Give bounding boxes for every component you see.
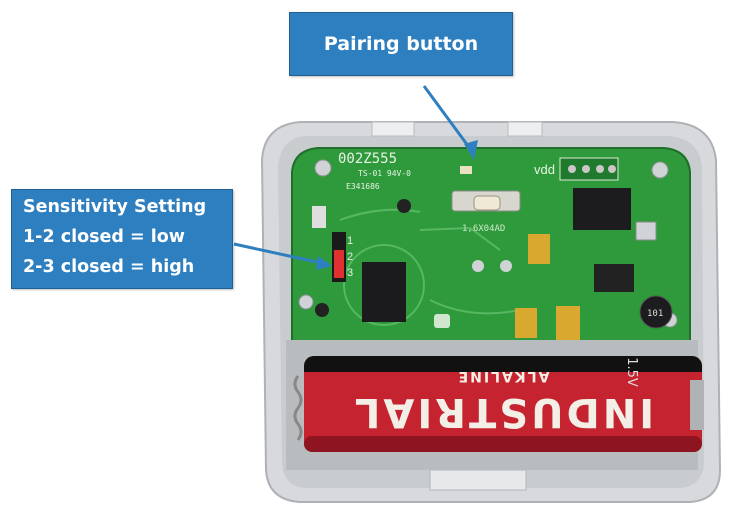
- microcontroller-chip: [573, 188, 631, 230]
- battery: [286, 340, 704, 470]
- sensitivity-line-high: 2-3 closed = high: [23, 257, 195, 277]
- vdd-label: vdd: [534, 162, 555, 177]
- vdd-header: [559, 157, 619, 181]
- sensitivity-arrow: [233, 242, 327, 266]
- sensitivity-title: Sensitivity Setting: [23, 197, 207, 217]
- sensitivity-callout: Sensitivity Setting 1-2 closed = low 2-3…: [11, 189, 233, 289]
- ic-chip: [362, 262, 406, 322]
- tantalum-capacitor: [528, 234, 550, 264]
- tantalum-capacitor: [556, 306, 580, 340]
- transistor-chip: [594, 264, 634, 292]
- jumper-pin-3: 3: [347, 267, 353, 279]
- circuit-board: 1,6X04AD 101 1 2 3 002: [291, 147, 691, 348]
- board-model-label: 002Z555: [338, 151, 397, 167]
- battery-voltage: 1.5V: [624, 357, 639, 387]
- inductor-text: 101: [647, 309, 663, 319]
- jumper-pin-1: 1: [347, 235, 353, 247]
- switch-text: 1,6X04AD: [462, 224, 505, 234]
- board-ul-mark: TS-01 94V-0: [358, 169, 411, 178]
- pairing-button-switch: [451, 190, 521, 212]
- tantalum-capacitor: [515, 308, 537, 338]
- pairing-callout-text: Pairing button: [323, 33, 479, 55]
- sensitivity-line-low: 1-2 closed = low: [23, 227, 185, 247]
- sensitivity-jumper: [332, 232, 346, 282]
- pairing-button-callout: Pairing button: [289, 12, 513, 76]
- inductor: [639, 295, 673, 329]
- board-serial: E341686: [346, 182, 380, 191]
- jumper-pin-2: 2: [347, 251, 353, 263]
- battery-type: ALKALINE: [457, 368, 550, 384]
- pairing-arrow: [422, 85, 476, 155]
- battery-brand: INDUSTRIAL: [352, 389, 654, 435]
